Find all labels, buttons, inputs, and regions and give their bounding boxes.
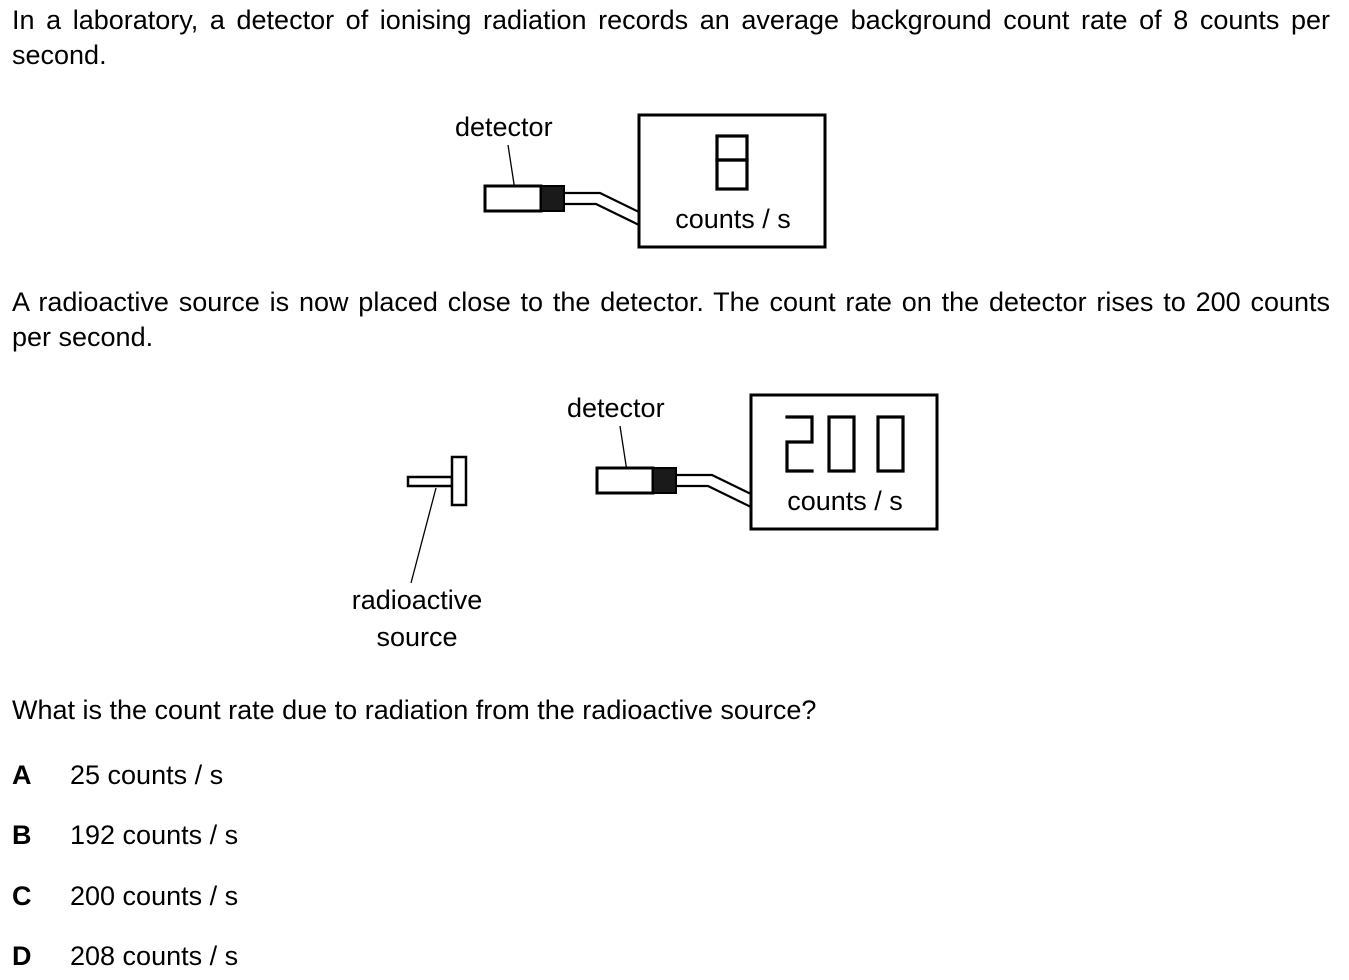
option-letter: A [12,760,32,790]
option-text: 208 counts / s [70,941,239,971]
source-label-line1: radioactive [352,585,483,615]
option-letter: C [12,881,32,911]
source-count-diagram: radioactive source detector counts / s [352,393,939,652]
detector-label: detector [567,393,665,423]
source-label-line2: source [376,622,457,652]
detector-cable [564,191,640,226]
option-text: 192 counts / s [70,820,239,850]
detector-label: detector [455,112,553,142]
seven-segment-digits-200 [785,415,905,473]
detector-cable [676,473,752,508]
option-text: 25 counts / s [70,760,224,790]
question-text: What is the count rate due to radiation … [12,695,817,725]
source-paragraph: A radioactive source is now placed close… [12,287,1330,352]
display-units: counts / s [675,204,791,234]
source-leader-line [410,487,437,584]
detector-probe [483,184,565,213]
option-text: 200 counts / s [70,881,239,911]
seven-segment-digit-8 [715,134,749,191]
background-count-diagram: detector counts / s [455,112,827,249]
counter-display: counts / s [637,113,827,249]
radioactive-source [406,455,468,507]
option-letter: D [12,941,32,971]
counter-display: counts / s [749,393,939,531]
display-units: counts / s [787,486,903,516]
intro-paragraph: In a laboratory, a detector of ionising … [12,5,1330,70]
option-letter: B [12,820,32,850]
detector-probe [595,466,677,495]
